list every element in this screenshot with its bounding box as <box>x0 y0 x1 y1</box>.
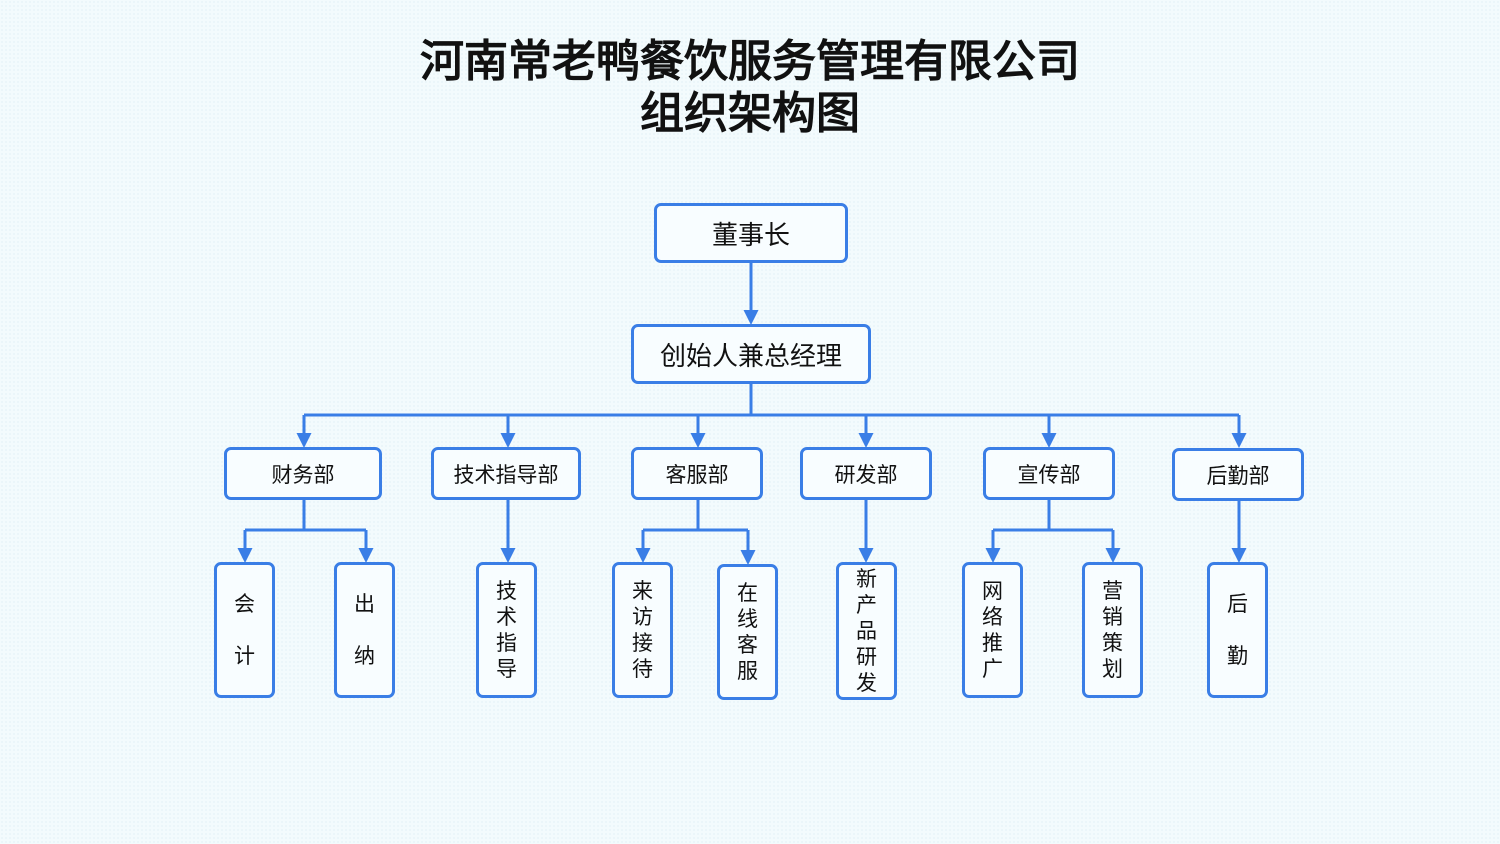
unit-label: 后勤 <box>1227 592 1248 668</box>
department-box-publicity: 宣传部 <box>983 447 1115 500</box>
department-label: 后勤部 <box>1206 463 1270 488</box>
department-label: 宣传部 <box>1017 462 1081 487</box>
unit-label: 新产品研发 <box>856 567 877 695</box>
unit-box-accounting: 会计 <box>214 562 275 698</box>
department-box-logistics: 后勤部 <box>1172 448 1304 501</box>
chart-title-line-1: 河南常老鸭餐饮服务管理有限公司 <box>420 36 1080 87</box>
unit-label: 来访接待 <box>632 579 653 681</box>
unit-label: 出纳 <box>354 592 375 668</box>
department-label: 客服部 <box>665 462 729 487</box>
chart-title-line-2: 组织架构图 <box>640 88 860 139</box>
unit-label: 营销策划 <box>1102 579 1123 681</box>
unit-box-new-product-rnd: 新产品研发 <box>836 562 897 700</box>
department-box-customer-service: 客服部 <box>631 447 763 500</box>
unit-label: 网络推广 <box>982 579 1003 681</box>
department-label: 技术指导部 <box>453 462 559 487</box>
department-label: 财务部 <box>271 462 335 487</box>
unit-label: 会计 <box>234 592 255 668</box>
founder-gm-label: 创始人兼总经理 <box>659 341 842 372</box>
chairman-label: 董事长 <box>711 220 790 251</box>
department-box-tech-guidance: 技术指导部 <box>431 447 581 500</box>
unit-box-marketing-planning: 营销策划 <box>1082 562 1143 698</box>
unit-box-online-promotion: 网络推广 <box>962 562 1023 698</box>
unit-box-visitor-reception: 来访接待 <box>612 562 673 698</box>
unit-box-logistics: 后勤 <box>1207 562 1268 698</box>
department-box-finance: 财务部 <box>224 447 382 500</box>
founder-gm-box: 创始人兼总经理 <box>631 324 871 384</box>
department-box-rnd: 研发部 <box>800 447 932 500</box>
department-label: 研发部 <box>834 462 898 487</box>
unit-label: 技术指导 <box>496 579 517 681</box>
chairman-box: 董事长 <box>654 203 848 263</box>
unit-label: 在线客服 <box>737 581 758 683</box>
unit-box-cashier: 出纳 <box>334 562 395 698</box>
unit-box-tech-guidance: 技术指导 <box>476 562 537 698</box>
unit-box-online-service: 在线客服 <box>717 564 778 700</box>
